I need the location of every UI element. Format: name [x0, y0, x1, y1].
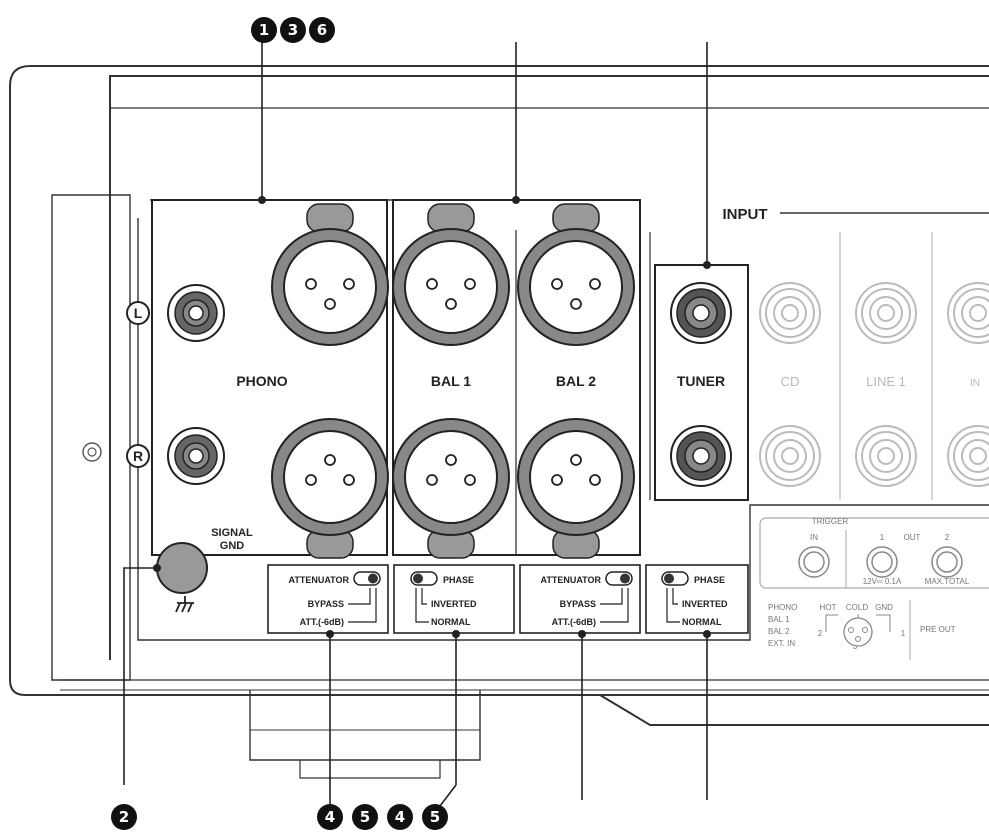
trigger-out2-label: 2: [945, 533, 950, 542]
xlr-pin-legend: PHONO BAL 1 BAL 2 EXT. IN HOT COLD GND 2…: [768, 600, 911, 660]
legend-pin1: 1: [901, 629, 906, 638]
callout-2: 2: [111, 804, 137, 830]
partial-label: IN: [970, 378, 980, 389]
bal2-label: BAL 2: [556, 373, 596, 389]
legend-cold: COLD: [846, 603, 868, 612]
bypass-label-bal2: BYPASS: [560, 599, 596, 609]
signal-gnd-label-2: GND: [220, 540, 245, 552]
legend-row-extin: EXT. IN: [768, 639, 795, 648]
trigger-in-label: IN: [810, 533, 818, 542]
tuner-box: [654, 264, 749, 501]
partial-rca-l[interactable]: [947, 282, 989, 344]
svg-text:5: 5: [430, 808, 440, 826]
svg-text:4: 4: [395, 808, 405, 826]
signal-gnd-label-1: SIGNAL: [211, 527, 253, 539]
normal-label-bal1: NORMAL: [431, 617, 471, 627]
trigger-out1-label: 1: [880, 533, 885, 542]
line1-rca-l[interactable]: [855, 282, 917, 344]
legend-pin3: 3: [853, 642, 858, 651]
chassis: [9, 65, 989, 779]
svg-text:4: 4: [325, 808, 335, 826]
inverted-label-bal1: INVERTED: [431, 599, 477, 609]
callout-5-a: 5: [352, 804, 378, 830]
phase-switch-bal1[interactable]: [410, 571, 438, 586]
tuner-rca-l[interactable]: [670, 282, 732, 344]
trigger-out-label: OUT: [904, 533, 921, 542]
legend-row-bal1: BAL 1: [768, 615, 790, 624]
bal2-xlr-r[interactable]: [517, 418, 635, 559]
legend-gnd: GND: [875, 603, 893, 612]
trigger-out1-jack[interactable]: [866, 546, 898, 578]
phase-switch-bal2[interactable]: [661, 571, 689, 586]
svg-text:R: R: [133, 448, 143, 464]
phono-rca-l[interactable]: [167, 284, 225, 342]
trigger-spec-1: 12V═ 0.1A: [863, 577, 902, 586]
inverted-label-bal2: INVERTED: [682, 599, 728, 609]
input-header: INPUT: [723, 206, 768, 223]
callout-5-b: 5: [422, 804, 448, 830]
bypass-label-phono: BYPASS: [308, 599, 344, 609]
attenuator-switch-bal2[interactable]: [605, 571, 633, 586]
tuner-label: TUNER: [677, 373, 725, 389]
partial-rca-r[interactable]: [947, 425, 989, 487]
line1-rca-r[interactable]: [855, 425, 917, 487]
attenuator-switch-phono[interactable]: [353, 571, 381, 586]
svg-text:2: 2: [119, 808, 129, 826]
svg-text:1: 1: [259, 21, 269, 39]
callout-3: 3: [280, 17, 306, 43]
channel-l-marker: L: [126, 301, 150, 325]
bal1-xlr-r[interactable]: [392, 418, 510, 559]
svg-text:5: 5: [360, 808, 370, 826]
tuner-rca-r[interactable]: [670, 425, 732, 487]
svg-text:3: 3: [288, 21, 298, 39]
ground-icon: [175, 596, 194, 613]
phono-label: PHONO: [236, 373, 287, 389]
phono-xlr-l[interactable]: [271, 203, 389, 346]
trigger-spec-2: MAX.TOTAL: [925, 577, 970, 586]
svg-text:L: L: [134, 305, 143, 321]
chassis-screw: [82, 442, 102, 462]
phono-xlr-r[interactable]: [271, 418, 389, 559]
trigger-block: TRIGGER IN 1 OUT 2 12V═ 0.1A MAX.TOTAL: [759, 517, 989, 589]
phono-rca-r[interactable]: [167, 427, 225, 485]
callout-4-b: 4: [387, 804, 413, 830]
attenuator-title-phono: ATTENUATOR: [289, 575, 350, 585]
pre-out-label: PRE OUT: [920, 625, 956, 634]
legend-hot: HOT: [820, 603, 837, 612]
bal1-xlr-l[interactable]: [392, 203, 510, 346]
callout-6: 6: [309, 17, 335, 43]
trigger-out2-jack[interactable]: [931, 546, 963, 578]
normal-label-bal2: NORMAL: [682, 617, 722, 627]
att-label-phono: ATT.(-6dB): [300, 617, 344, 627]
bal2-xlr-l[interactable]: [517, 203, 635, 346]
callout-dots: [153, 196, 711, 638]
legend-row-phono: PHONO: [768, 603, 797, 612]
trigger-in-jack[interactable]: [798, 546, 830, 578]
phase-title-bal2: PHASE: [694, 575, 725, 585]
bal1-label: BAL 1: [431, 373, 471, 389]
callout-leader-lines: [123, 42, 708, 800]
phono-box: [151, 199, 388, 556]
cd-label: CD: [781, 374, 800, 389]
cd-rca-r[interactable]: [759, 425, 821, 487]
channel-r-marker: R: [126, 444, 150, 468]
att-label-bal2: ATT.(-6dB): [552, 617, 596, 627]
svg-text:6: 6: [317, 21, 327, 39]
trigger-title: TRIGGER: [812, 517, 849, 526]
callout-1: 1: [251, 17, 277, 43]
attenuator-title-bal2: ATTENUATOR: [541, 575, 602, 585]
cd-rca-l[interactable]: [759, 282, 821, 344]
legend-pin2: 2: [818, 629, 823, 638]
signal-gnd-terminal[interactable]: [156, 542, 208, 594]
callout-4-a: 4: [317, 804, 343, 830]
line1-label: LINE 1: [866, 374, 906, 389]
phase-title-bal1: PHASE: [443, 575, 474, 585]
legend-row-bal2: BAL 2: [768, 627, 790, 636]
